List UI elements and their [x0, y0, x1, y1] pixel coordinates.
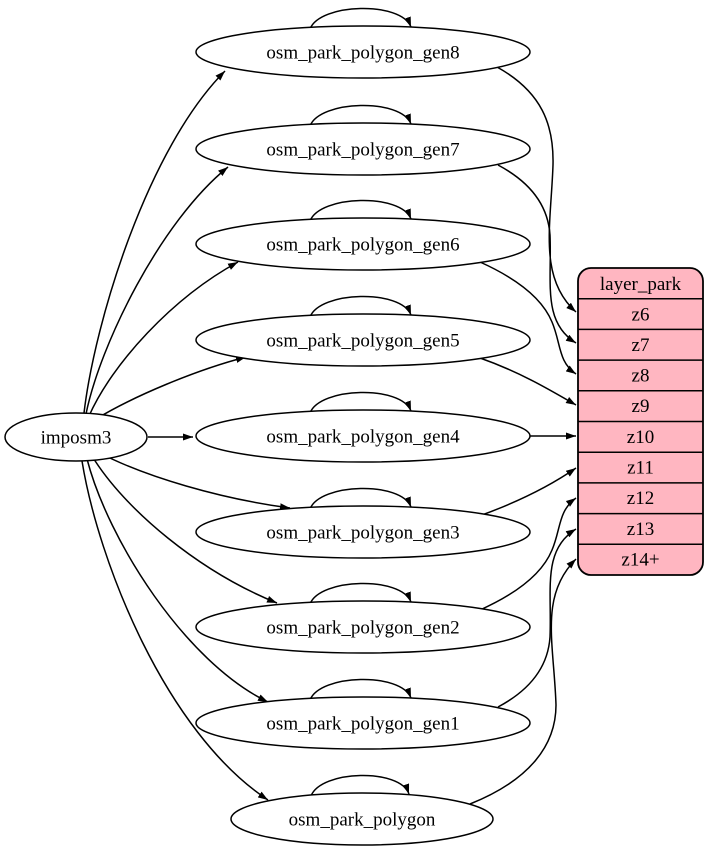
edge-gen8-z6 — [496, 66, 577, 313]
edge-imposm3-gen2 — [91, 455, 278, 604]
node-osm-park-polygon-gen6: osm_park_polygon_gen6 — [195, 217, 531, 271]
node-label-polygon: osm_park_polygon — [289, 810, 436, 831]
layer-row-z6: z6 — [632, 305, 650, 326]
node-label-gen6: osm_park_polygon_gen6 — [266, 235, 459, 256]
self-loop-polygon — [310, 774, 410, 797]
node-ellipse-gen4 — [195, 409, 531, 463]
node-label-gen8: osm_park_polygon_gen8 — [266, 43, 459, 64]
node-label-gen5: osm_park_polygon_gen5 — [266, 331, 459, 352]
edge-gen2-z12 — [479, 497, 577, 611]
node-ellipse-polygon — [230, 792, 494, 846]
self-loop-gen2 — [309, 582, 412, 605]
node-osm-park-polygon-gen7: osm_park_polygon_gen7 — [195, 122, 531, 176]
node-label-gen3: osm_park_polygon_gen3 — [266, 523, 459, 544]
edge-gen5-z9 — [479, 357, 577, 406]
node-ellipse-gen5 — [195, 313, 531, 367]
self-loop-gen4 — [309, 391, 412, 414]
node-label-gen7: osm_park_polygon_gen7 — [266, 140, 459, 161]
layer-row-z14: z14+ — [621, 550, 659, 571]
layer-park-title: layer_park — [600, 274, 682, 295]
layer-row-z10: z10 — [627, 427, 654, 448]
node-osm-park-polygon-gen4: osm_park_polygon_gen4 — [195, 409, 531, 463]
node-label-gen1: osm_park_polygon_gen1 — [266, 714, 459, 735]
node-ellipse-gen3 — [195, 505, 531, 559]
node-ellipse-gen1 — [195, 696, 531, 750]
edge-imposm3-gen7 — [85, 166, 229, 415]
layer-row-z8: z8 — [632, 366, 650, 387]
self-loop-gen6 — [309, 199, 412, 222]
layer-row-z11: z11 — [627, 458, 654, 479]
layer-row-z9: z9 — [632, 396, 650, 417]
self-loop-gen7 — [309, 104, 412, 127]
edge-imposm3-polygon — [81, 460, 269, 801]
node-osm-park-polygon-gen8: osm_park_polygon_gen8 — [195, 25, 531, 79]
edge-imposm3-gen6 — [88, 261, 239, 417]
edge-gen1-z13 — [497, 528, 577, 708]
self-loop-gen3 — [309, 487, 412, 510]
edge-imposm3-gen5 — [95, 356, 247, 420]
node-label-gen4: osm_park_polygon_gen4 — [266, 427, 460, 448]
node-ellipse-gen2 — [195, 600, 531, 654]
layer-park-table: layer_park z6 z7 z8 z9 z10 z11 z12 z13 z… — [577, 267, 704, 576]
node-ellipse-gen8 — [195, 25, 531, 79]
layer-row-z7: z7 — [632, 335, 650, 356]
node-label-gen2: osm_park_polygon_gen2 — [266, 618, 459, 639]
node-osm-park-polygon-gen1: osm_park_polygon_gen1 — [195, 696, 531, 750]
self-loop-gen1 — [309, 678, 412, 701]
node-osm-park-polygon-gen3: osm_park_polygon_gen3 — [195, 505, 531, 559]
node-ellipse-imposm3 — [4, 412, 148, 462]
layer-row-z12: z12 — [627, 488, 654, 509]
edge-gen3-z11 — [481, 467, 577, 516]
node-osm-park-polygon-gen2: osm_park_polygon_gen2 — [195, 600, 531, 654]
node-label-imposm3: imposm3 — [41, 428, 112, 449]
edge-gen7-z7 — [497, 164, 577, 344]
node-osm-park-polygon: osm_park_polygon — [230, 792, 494, 846]
edge-imposm3-gen8 — [83, 70, 226, 414]
node-ellipse-gen7 — [195, 122, 531, 176]
node-osm-park-polygon-gen5: osm_park_polygon_gen5 — [195, 313, 531, 367]
self-loop-gen5 — [309, 295, 412, 318]
node-imposm3: imposm3 — [4, 412, 148, 462]
self-loop-gen8 — [309, 7, 412, 30]
edge-gen6-z8 — [479, 261, 577, 375]
edge-polygon-z14 — [469, 558, 577, 805]
node-ellipse-gen6 — [195, 217, 531, 271]
layer-row-z13: z13 — [627, 519, 654, 540]
edge-imposm3-gen3 — [97, 451, 291, 511]
edge-imposm3-gen1 — [86, 458, 269, 703]
